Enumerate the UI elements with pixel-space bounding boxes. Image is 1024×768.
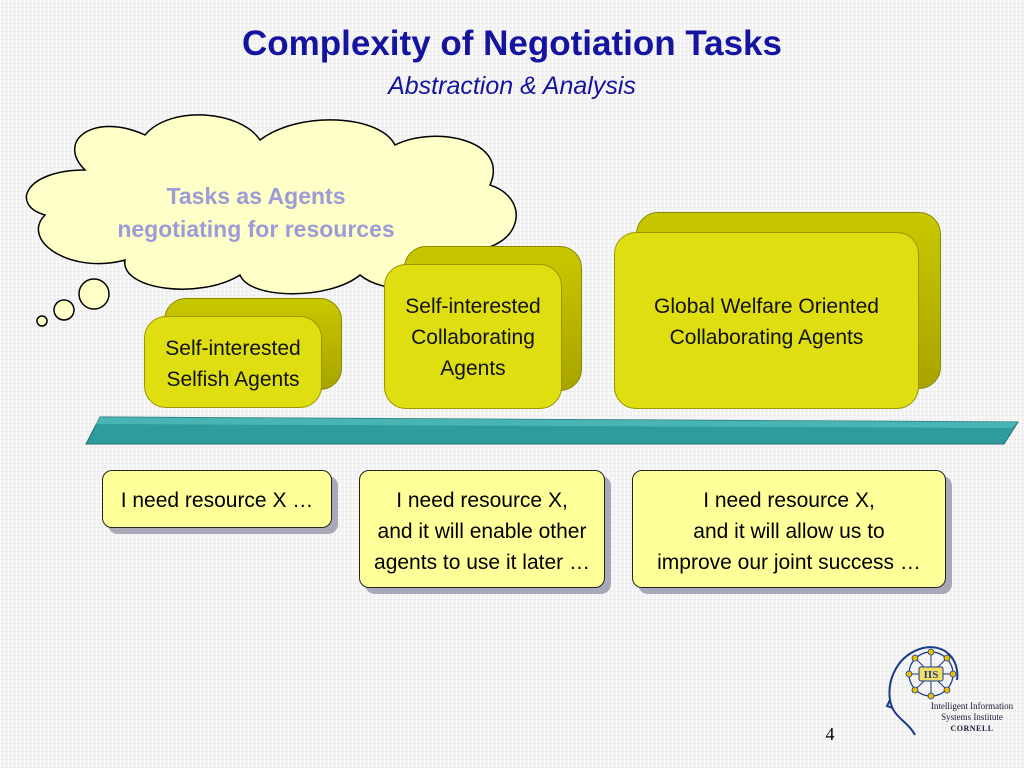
note-collaborating-line-2: and it will enable other <box>377 520 587 543</box>
logo-caption: Intelligent Information Systems Institut… <box>922 701 1022 734</box>
agent-box-global-line-1: Global Welfare Oriented <box>654 295 879 318</box>
note-selfish: I need resource X … <box>102 470 332 528</box>
slide-subtitle: Abstraction & Analysis <box>388 72 636 100</box>
note-global-line-3: improve our joint success … <box>657 551 921 574</box>
complexity-axis-bar <box>85 416 1019 445</box>
agent-box-collaborating-line-3: Agents <box>440 357 506 380</box>
note-collaborating-line-3: agents to use it later … <box>374 551 590 574</box>
logo-line-1: Intelligent Information <box>930 701 1014 711</box>
note-collaborating: I need resource X, and it will enable ot… <box>359 470 605 588</box>
agent-box-collaborating: Self-interested Collaborating Agents <box>384 246 584 411</box>
cloud-text-line-2: negotiating for resources <box>117 216 395 242</box>
iis-logo-icon: IIS <box>885 646 959 736</box>
logo-line-2: Systems Institute <box>941 712 1003 722</box>
slide-title: Complexity of Negotiation Tasks <box>242 24 782 63</box>
thought-cloud <box>25 114 517 327</box>
thought-bubble-large <box>78 278 110 310</box>
thought-bubble-medium <box>53 299 75 321</box>
page-number: 4 <box>825 724 835 744</box>
agent-box-collaborating-line-1: Self-interested <box>405 295 541 318</box>
note-global-line-2: and it will allow us to <box>693 520 885 543</box>
agent-box-selfish: Self-interested Selfish Agents <box>144 298 344 410</box>
logo-center-text: IIS <box>924 669 939 681</box>
note-global-welfare: I need resource X, and it will allow us … <box>632 470 946 588</box>
logo-line-3: CORNELL <box>950 724 994 733</box>
note-selfish-line-1: I need resource X … <box>120 489 314 512</box>
note-global-line-1: I need resource X, <box>703 489 875 512</box>
agent-box-global-welfare: Global Welfare Oriented Collaborating Ag… <box>614 212 942 411</box>
agent-box-collaborating-line-2: Collaborating <box>411 326 535 349</box>
cloud-text-line-1: Tasks as Agents <box>166 183 346 209</box>
cloud-text: Tasks as Agents negotiating for resource… <box>100 180 412 246</box>
agent-box-global-line-2: Collaborating Agents <box>669 326 864 349</box>
thought-bubble-small <box>36 315 48 327</box>
agent-box-selfish-line-2: Selfish Agents <box>166 368 300 391</box>
note-collaborating-line-1: I need resource X, <box>396 489 568 512</box>
agent-box-selfish-line-1: Self-interested <box>165 337 301 360</box>
